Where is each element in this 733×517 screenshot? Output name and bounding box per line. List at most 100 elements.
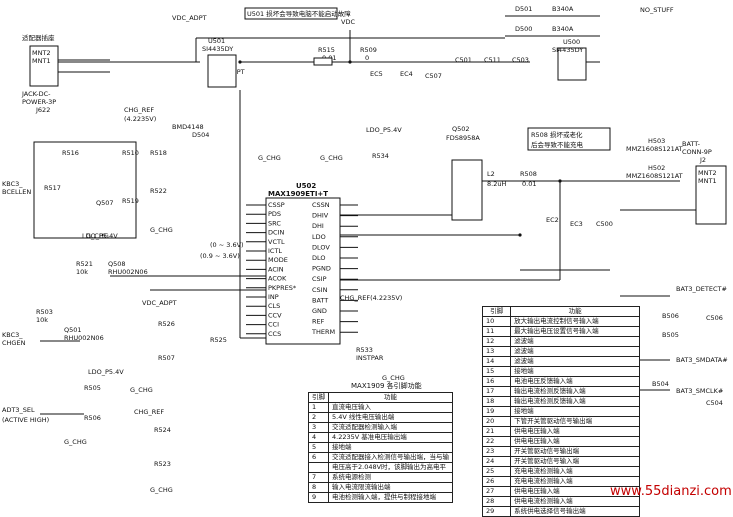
q508-part: RHU002N06 [108,268,148,276]
ic-pin-label: INP [268,293,279,301]
u500-part: SI4435DY [552,46,583,54]
jack-ref: J622 [35,106,50,114]
h502-ref: H502 [648,164,665,172]
g-chg-6: G_CHG [64,438,87,446]
pin-number-cell: 1 [308,402,329,413]
pin-column-header: 引脚 [308,392,329,403]
pin-number-cell: 12 [481,336,512,347]
pin-function-cell: 输入电流限流输出端 [328,482,453,493]
jack-power: POWER-3P [22,98,56,106]
r524-ref: R524 [154,426,171,434]
ic-pin-label: CSIP [312,275,327,283]
u501-ref: U501 [208,37,225,45]
g-chg-4: G_CHG [150,226,173,234]
r534-ref: R534 [372,152,389,160]
g-chg-3: G_CHG [86,232,109,240]
ic-pin-label: ICTL [268,247,282,255]
kbc3-bcellen: KBC3_ [2,180,23,188]
volt-range-1: (0 ~ 3.6V) [210,241,244,249]
r503-val: 10k [36,316,48,324]
ic-pin-label: PDS [268,210,281,218]
c511-ref: C511 [484,56,501,64]
pin-number-cell: 5 [308,442,329,453]
ic-pin-label: ACOK [268,275,287,283]
jack-mnt2: MNT2 [32,49,51,57]
ec4-ref: EC4 [400,70,413,78]
c501-ref: C501 [455,56,472,64]
r522-ref: R522 [150,187,167,195]
b505-ref: B505 [662,331,679,339]
pin-function-cell: 开关管驱动信号输入端 [510,456,640,467]
active-high: (ACTIVE HIGH) [2,416,49,424]
ic-pin-label: CSSN [312,201,330,209]
pin-number-cell: 13 [481,346,512,357]
r533-ref: R533 [356,346,373,354]
ic-pin-label: PGND [312,265,331,273]
pin-number-cell: 27 [481,486,512,497]
pin-function-cell: 滤波端 [510,336,640,347]
pin-number-cell: 14 [481,356,512,367]
pin-number-cell: 23 [481,446,512,457]
ic-pin-label: BATT [312,296,328,304]
batt-label: BATT- [682,140,701,148]
pin-function-cell: 5.4V 线性电压输出端 [328,412,453,423]
pin-number-cell: 9 [308,492,329,503]
pin-function-cell: 系统电源检测 [328,472,453,483]
q501-part: RHU002N06 [64,334,104,342]
r518-ref: R518 [150,149,167,157]
pin-number-cell: 22 [481,436,512,447]
bat3-detect: BAT3_DETECT# [676,285,727,293]
r508-note: R508 损坏或老化 [531,130,583,139]
adapter-socket-label: 适配器插座 [22,33,55,42]
conn-label: CONN-9P [682,148,712,156]
ic-pin-label: PKPRES* [268,284,297,292]
h503-ref: H503 [648,137,665,145]
q502-part: FDS8958A [446,134,480,142]
pin-function-cell: 放大输出电流控制信号输入端 [510,316,640,327]
no-stuff: NO_STUFF [640,6,674,14]
pin-function-cell: 输出电流检测反馈输入端 [510,396,640,407]
r517-ref: R517 [44,184,61,192]
pin-number-cell: 21 [481,426,512,437]
r508-ref: R508 [520,170,537,178]
b506-ref: B506 [662,312,679,320]
pin-function-cell: 滤波端 [510,346,640,357]
kbc3-bcellen-2: BCELLEN [2,188,31,196]
r503-ref: R503 [36,308,53,316]
r509-ref: R509 [360,46,377,54]
ic-pin-label: ACIN [268,265,284,273]
pin-number-cell: 16 [481,376,512,387]
bmd-diode: BMD4148 [172,123,204,131]
pin-function-cell: 电池检测输入端，提供与制程接地端 [328,492,453,503]
u501-mosfet: U501 SI4435DY [202,37,237,88]
ldo-label: LDO_P5.4V [366,126,402,134]
ic-pin-label: VCTL [268,238,285,246]
r515-ref: R515 [318,46,335,54]
chg-ref-label: CHG_REF [124,106,154,114]
instpar: INSTPAR [356,354,384,362]
d500-part: B340A [552,25,574,33]
g-chg-5: G_CHG [130,386,153,394]
pin-number-cell: 2 [308,412,329,423]
bat3-smdata: BAT3_SMDATA# [676,356,728,364]
schematic-canvas: 适配器插座 MNT2 MNT1 JACK-DC- POWER-3P J622 V… [2,5,728,494]
pin-function-cell: 直流电压输入 [328,402,453,413]
q507-ref: Q507 [96,199,114,207]
pin-number-cell: 17 [481,386,512,397]
g-chg-7: G_CHG [150,486,173,494]
pin-number-cell: 4 [308,432,329,443]
r508-note-2: 后会导致不能充电 [531,140,584,149]
ic-pin-label: DHI [312,222,324,230]
r526-ref: R526 [158,320,175,328]
